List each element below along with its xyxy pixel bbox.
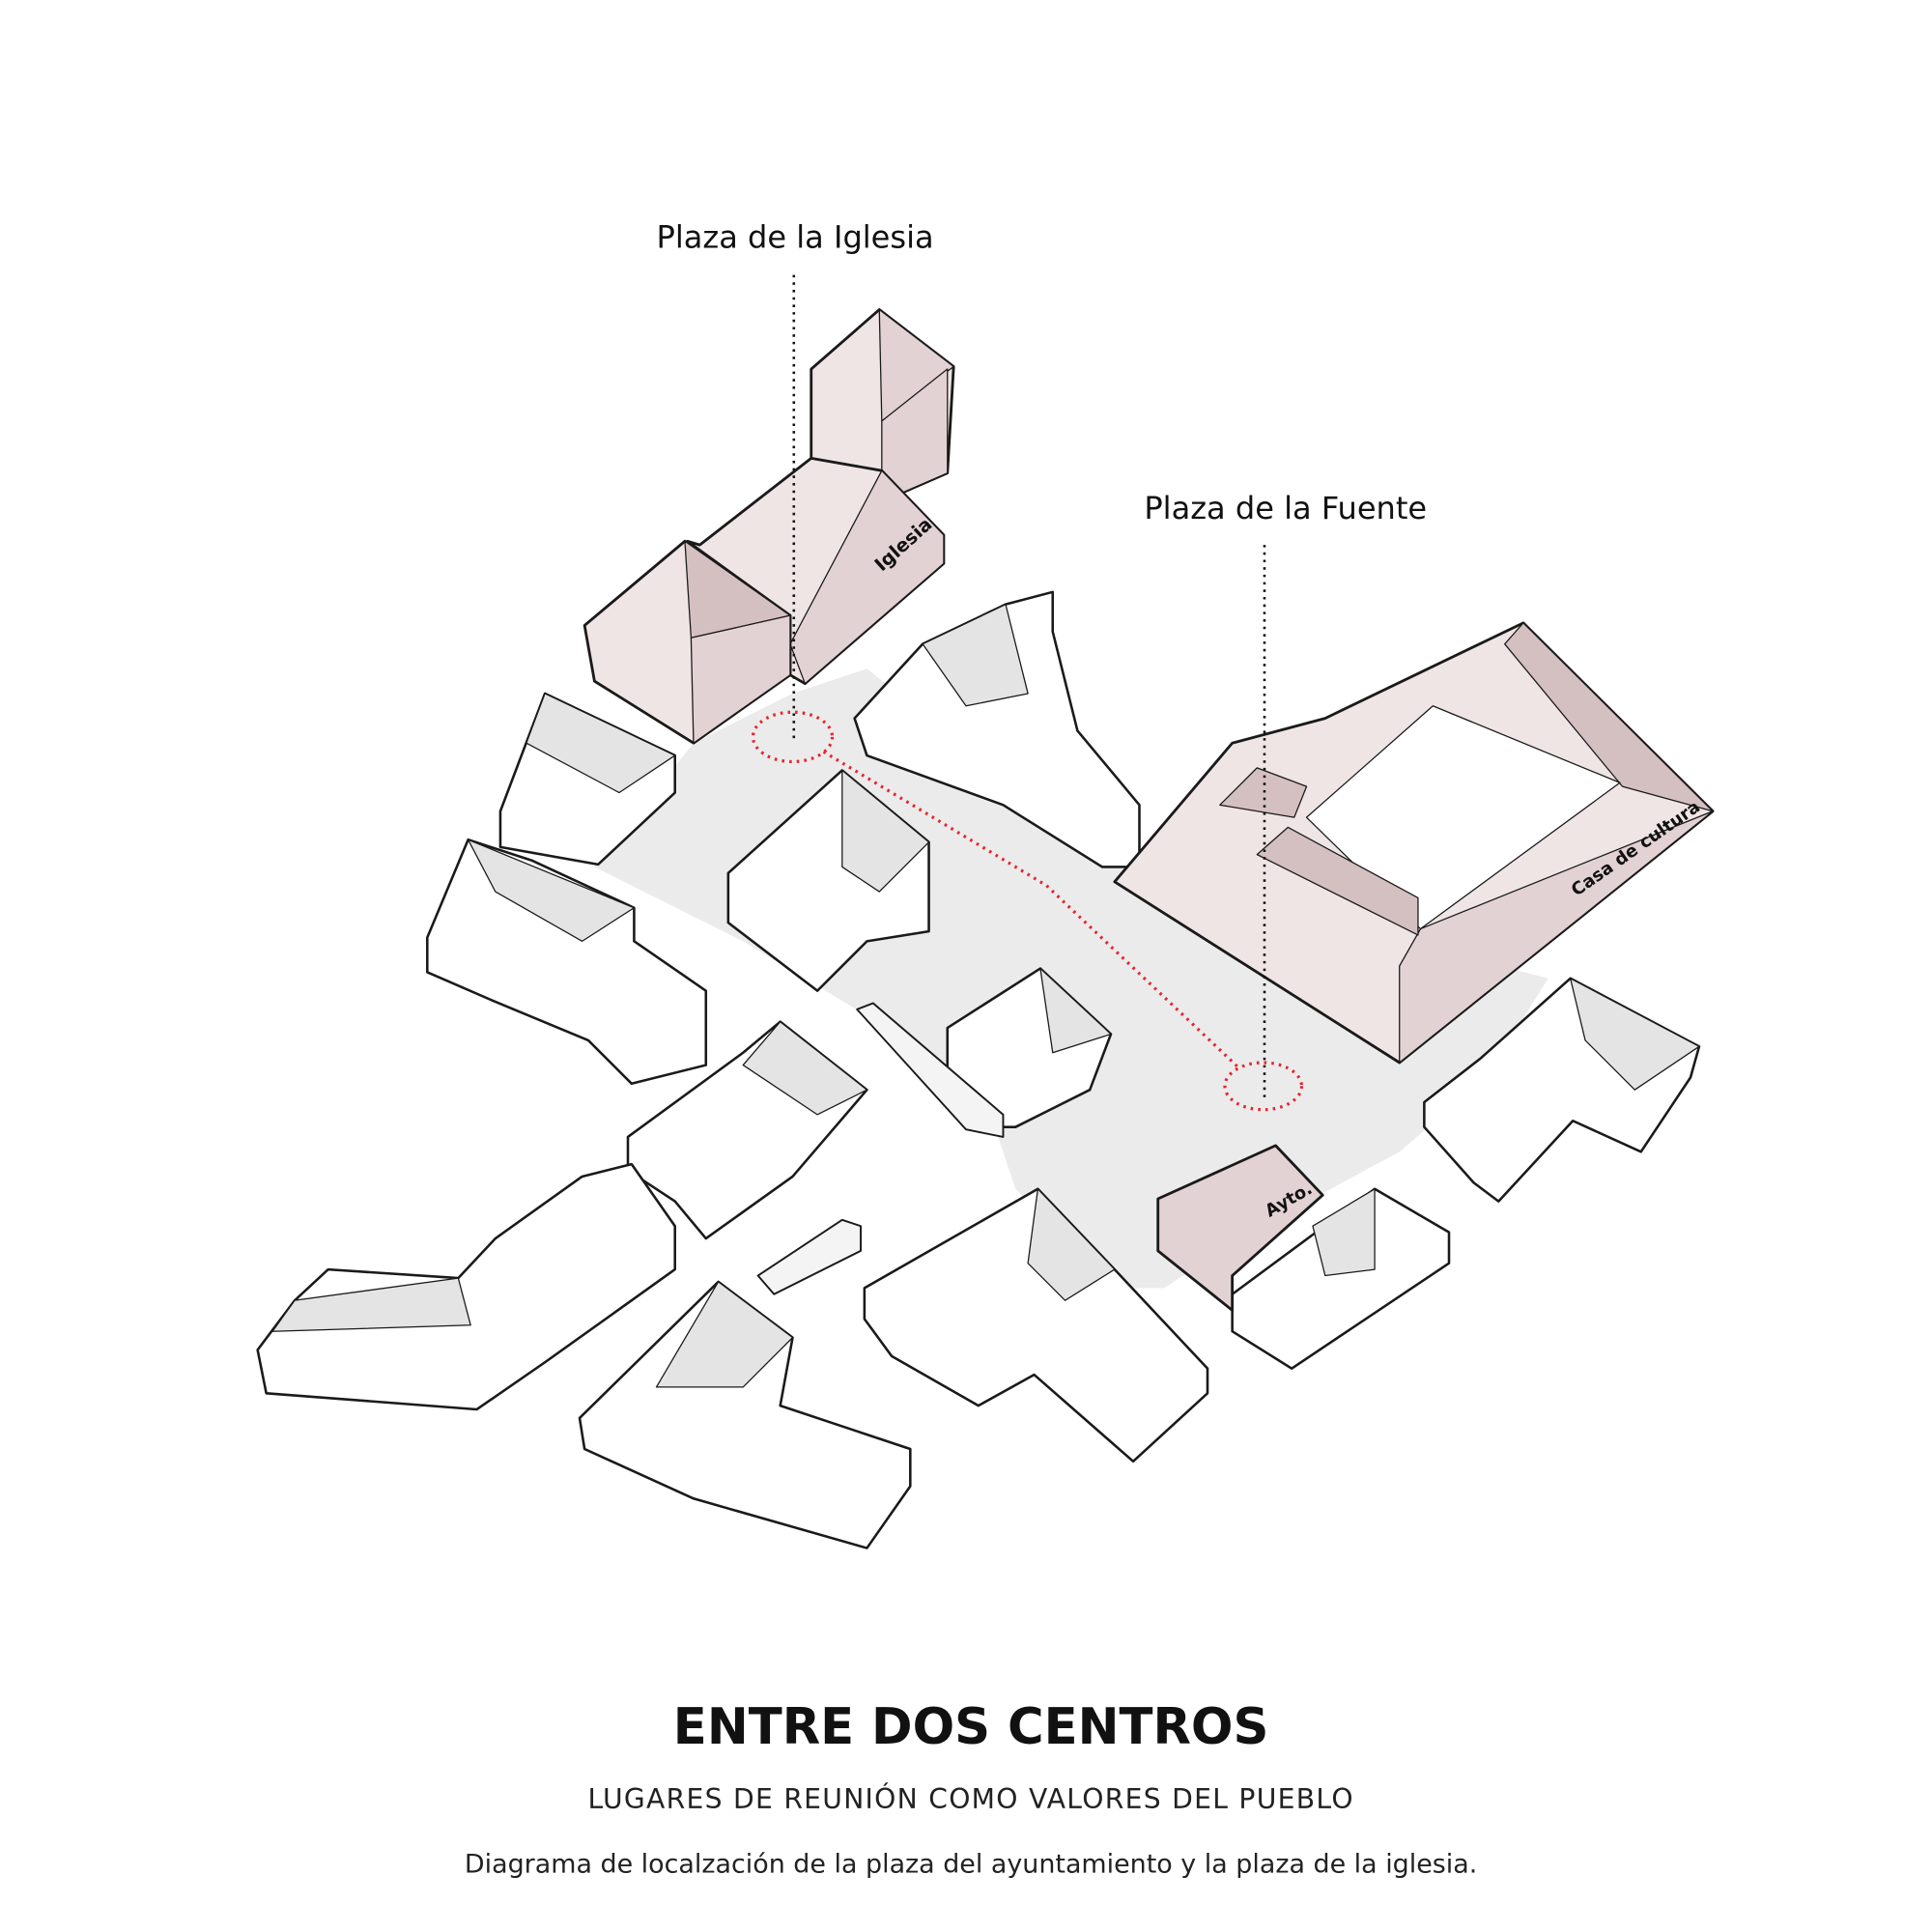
- roof-slope-9: [1027, 1188, 1116, 1301]
- roof-slope-11: [1570, 978, 1700, 1091]
- ayuntamiento: [1156, 1144, 1324, 1312]
- roof-slope-4: [271, 1277, 471, 1332]
- footer-title: ENTRE DOS CENTROS: [673, 1698, 1269, 1756]
- label-plaza-iglesia: Plaza de la Iglesia: [657, 218, 934, 255]
- white-building-2: [426, 838, 708, 1086]
- plaza-iglesia-marker: [751, 710, 835, 764]
- roof-slope-7: [1039, 967, 1112, 1054]
- footer-caption: Diagrama de localzación de la plaza del …: [465, 1849, 1477, 1879]
- casa-inner-wall: [1256, 826, 1419, 936]
- casa-roof-dark: [1504, 622, 1714, 812]
- roof-slope-10: [1312, 1188, 1376, 1277]
- roof-slope-2: [467, 838, 636, 943]
- nave-side: [789, 469, 945, 685]
- roof-slope-1: [526, 693, 676, 794]
- white-building-4: [256, 1162, 677, 1411]
- front-side: [690, 614, 791, 744]
- label-plaza-fuente: Plaza de la Fuente: [1144, 490, 1427, 526]
- roof-slope-3: [742, 1021, 868, 1116]
- roof-slope-5: [841, 769, 930, 893]
- route-between-plazas: [751, 710, 1304, 1112]
- casa-roof-notch: [1219, 767, 1308, 818]
- buildings: [256, 590, 1701, 1549]
- plaza-fuente-marker: [1223, 1061, 1304, 1112]
- garden-wall: [856, 1002, 1005, 1138]
- highlighted-buildings: [582, 308, 1715, 1312]
- roof-slope-8: [655, 1281, 794, 1388]
- roof-slope-6: [922, 604, 1029, 707]
- footer-subtitle: LUGARES DE REUNIÓN COMO VALORES DEL PUEB…: [587, 1782, 1353, 1815]
- garden-wall-2: [756, 1218, 862, 1295]
